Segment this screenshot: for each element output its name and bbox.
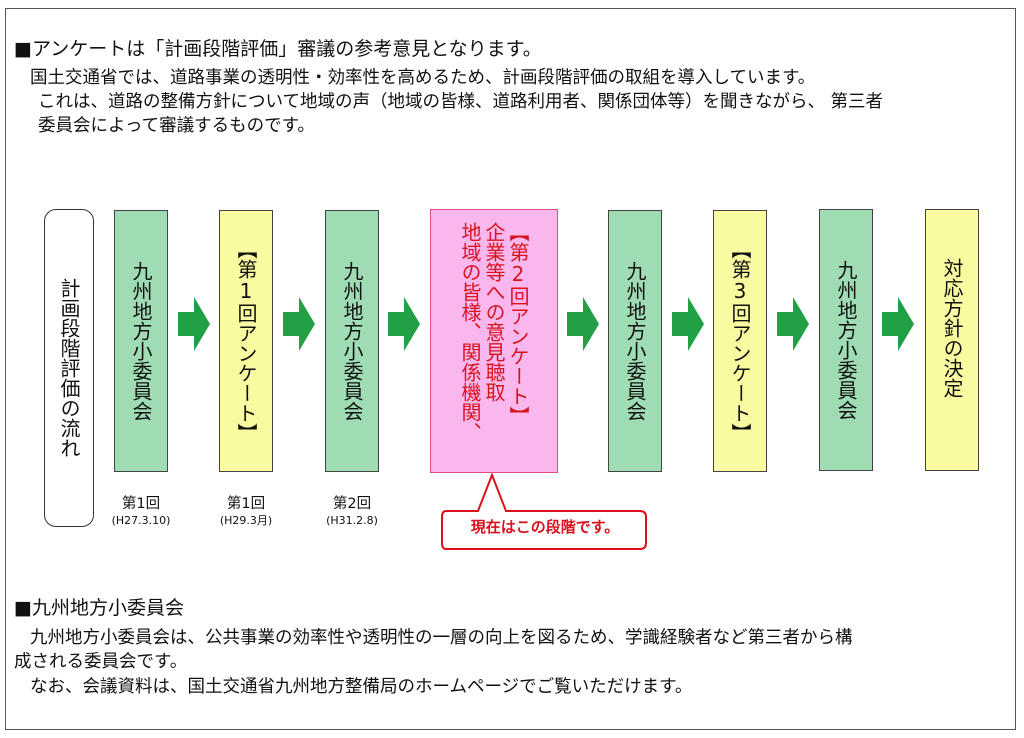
- step-4-col-1: 地域の皆様、関係機関、: [458, 222, 482, 442]
- step-committee-4: 九州地方小委員会: [819, 209, 873, 471]
- flow-arrow-7: [882, 297, 914, 351]
- step-3-caption: 第2回 (H31.2.8): [326, 496, 378, 527]
- intro-line-3: 委員会によって審議するものです。: [38, 116, 315, 136]
- step-4-col-3: 【第2回アンケート】: [506, 222, 530, 426]
- flow-arrow-2: [283, 297, 315, 351]
- flow-arrow-3: [388, 297, 420, 351]
- step-opinion-hearing: 地域の皆様、関係機関、 企業等への意見聴取 【第2回アンケート】: [430, 209, 558, 473]
- flow-label-box: 計画段階評価の流れ: [44, 209, 94, 527]
- page-frame: [5, 8, 1016, 730]
- step-2-caption: 第1回 (H29.3月): [219, 496, 273, 527]
- step-1-caption: 第1回 (H27.3.10): [111, 496, 171, 527]
- flow-arrow-1: [178, 297, 210, 351]
- committee-line-3: なお、会議資料は、国土交通省九州地方整備局のホームページでご覧いただけます。: [30, 677, 693, 697]
- flow-arrow-4: [567, 297, 599, 351]
- step-4-col-2: 企業等への意見聴取: [482, 222, 506, 402]
- step-survey-3: 【第3回アンケート】: [713, 210, 767, 472]
- step-committee-2: 九州地方小委員会: [325, 210, 379, 472]
- flow-arrow-6: [777, 297, 809, 351]
- step-survey-1: 【第1回アンケート】: [219, 210, 273, 472]
- current-stage-callout-shape: [441, 473, 647, 550]
- intro-heading: ■アンケートは「計画段階評価」審議の参考意見となります。: [14, 38, 542, 60]
- current-stage-callout: 現在はこの段階です。: [470, 518, 620, 536]
- intro-line-2: これは、道路の整備方針について地域の声（地域の皆様、道路利用者、関係団体等）を聞…: [38, 92, 884, 112]
- flow-label: 計画段階評価の流れ: [57, 278, 81, 458]
- step-committee-1: 九州地方小委員会: [114, 210, 168, 472]
- committee-line-1: 九州地方小委員会は、公共事業の効率性や透明性の一層の向上を図るため、学識経験者な…: [30, 628, 853, 648]
- flow-arrow-5: [672, 297, 704, 351]
- intro-line-1: 国土交通省では、道路事業の透明性・効率性を高めるため、計画段階評価の取組を導入し…: [30, 68, 816, 88]
- step-decision: 対応方針の決定: [925, 209, 979, 471]
- step-committee-3: 九州地方小委員会: [608, 210, 662, 472]
- committee-heading: ■九州地方小委員会: [14, 597, 184, 619]
- committee-line-2: 成される委員会です。: [14, 652, 188, 672]
